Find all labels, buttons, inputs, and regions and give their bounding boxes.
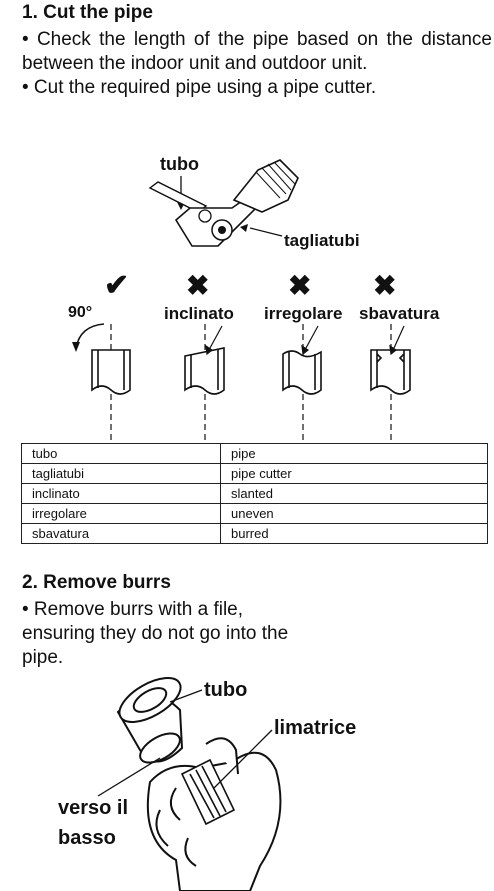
cross-icon: ✖ [373,270,396,301]
tubo-label-2: tubo [204,679,247,701]
pipe-uneven-cut [282,350,322,395]
hand-illustration [146,737,282,891]
basso-label: basso [58,827,116,849]
cross-icon: ✖ [288,270,311,301]
pipe-straight-cut [91,349,131,395]
checkmark-icon: ✔ [104,269,129,302]
limatrice-label: limatrice [274,717,356,739]
verso-il-label: verso il [58,797,128,819]
pipe-cutter-figure: tubo tagliatubi [148,154,360,250]
inclinato-label: inclinato [164,304,234,323]
bullet-check-length: • Check the length of the pipe based on … [22,29,492,74]
tagliatubi-label: tagliatubi [284,231,360,250]
cut-quality-figure: ✔ ✖ ✖ ✖ 90° inclinato irregolare sbavatu… [68,269,440,444]
sbavatura-label: sbavatura [359,304,440,323]
section-2-title: 2. Remove burrs [22,572,171,593]
file-tool [180,758,236,826]
section-2-body: • Remove burrs with a file, ensuring the… [22,599,289,668]
deburr-figure: tubo limatrice verso il basso [58,677,356,891]
pipe-slanted-cut [184,347,225,395]
pipe-illustration [116,677,184,764]
section-1-title: 1. Cut the pipe [22,2,153,23]
pipe-burred-cut [370,349,411,395]
cross-icon: ✖ [186,270,209,301]
angle-90-label: 90° [68,304,92,321]
tubo-label: tubo [160,154,199,174]
irregolare-label: irregolare [264,304,342,323]
bullet-cut-pipe: • Cut the required pipe using a pipe cut… [22,77,377,98]
section-1-body: • Check the length of the pipe based on … [22,28,492,100]
